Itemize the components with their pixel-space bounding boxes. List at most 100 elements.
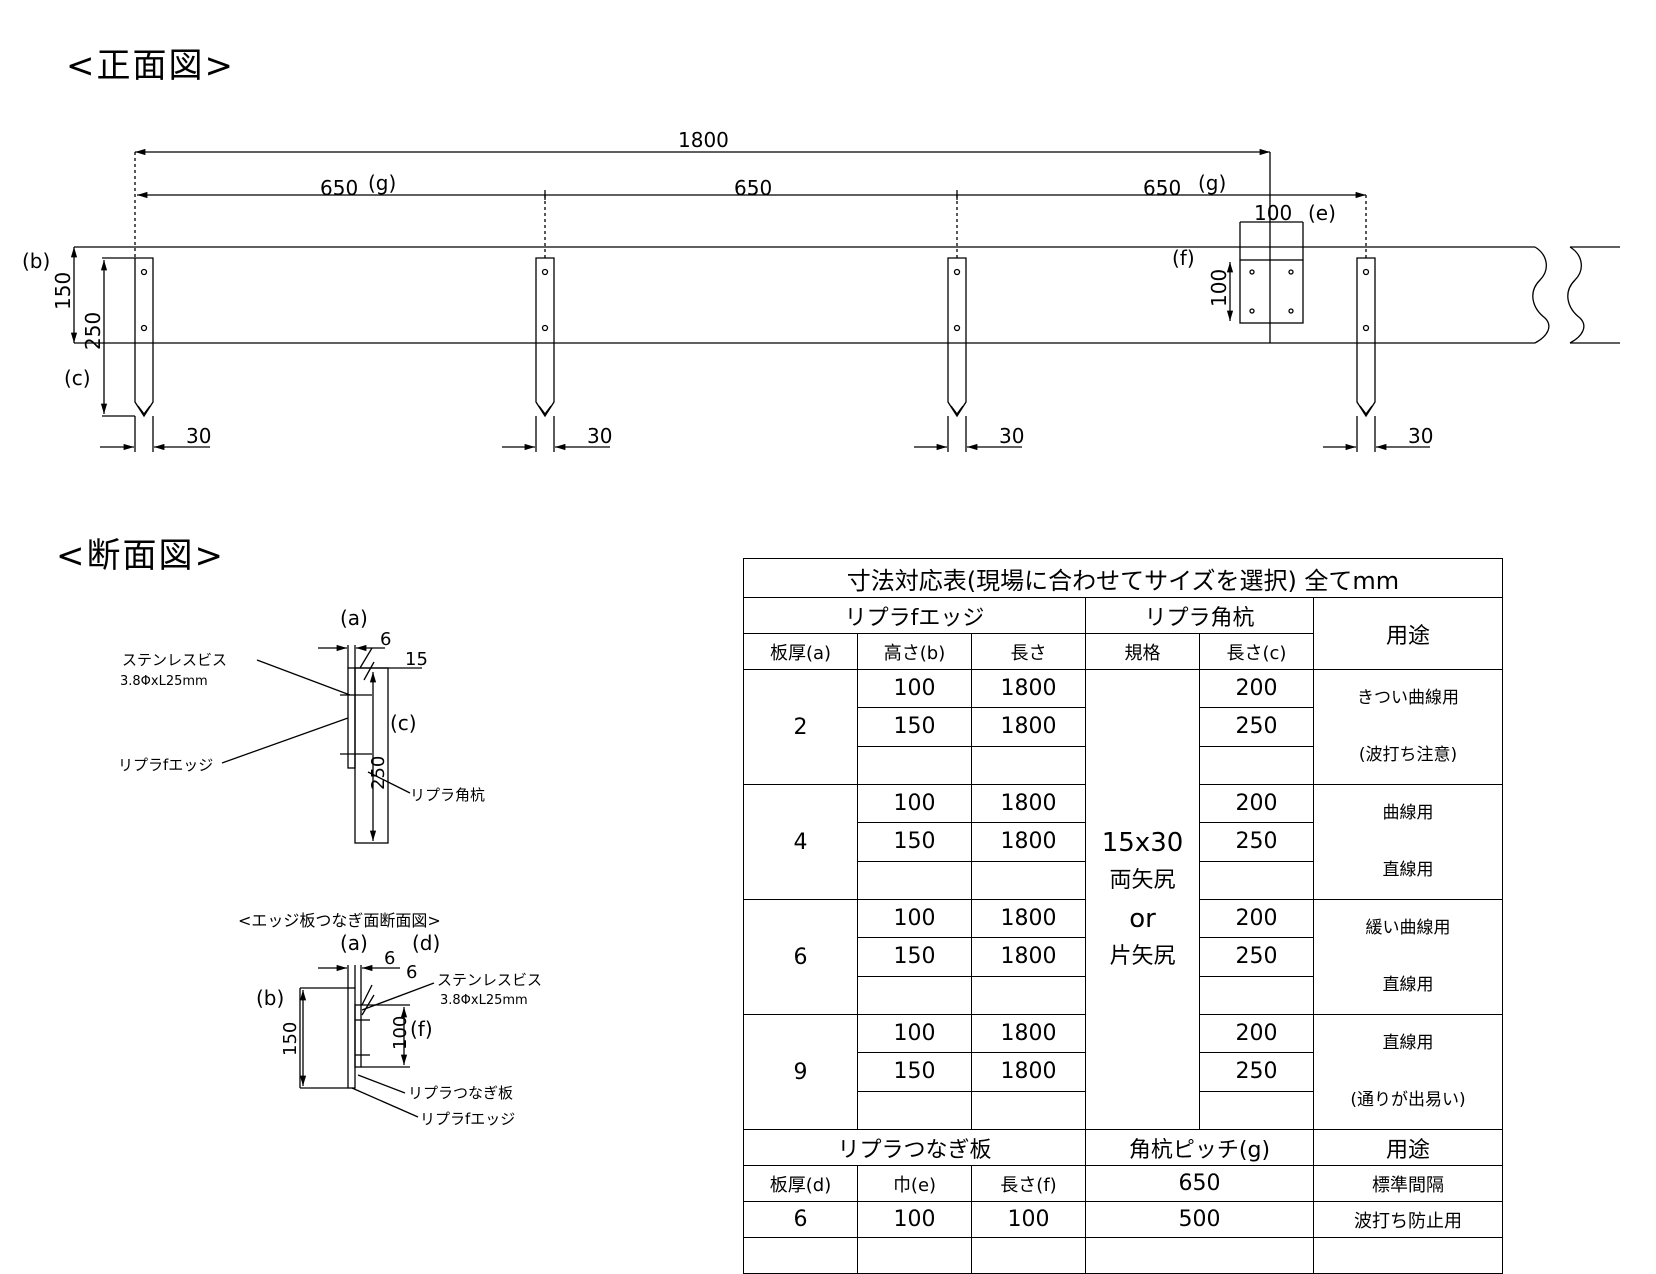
height-cell: 150: [857, 937, 972, 977]
empty-cell: [1085, 1237, 1314, 1274]
section-view-labels: (a) 6 15 ステンレスビス 3.8ΦxL25mm (c) 250 リプラf…: [118, 606, 485, 804]
length-cell: 1800: [971, 1013, 1086, 1054]
header-joint-length: 長さ(f): [971, 1165, 1086, 1202]
header-height: 高さ(b): [857, 633, 972, 670]
empty-cell: [971, 1090, 1086, 1131]
empty-cell: [971, 1237, 1086, 1274]
joint-edge-label: リプラfエッジ: [420, 1110, 515, 1128]
section-screw-label: ステンレスビス: [122, 651, 227, 669]
use-line-1: 直線用: [1382, 1033, 1434, 1053]
thickness-cell: 6: [743, 899, 858, 1015]
section-view-title: <断面図>: [56, 536, 225, 576]
joint-leader-edge: [351, 1087, 419, 1118]
use-line-2: 直線用: [1382, 860, 1434, 880]
joint-plate: [1239, 152, 1304, 343]
empty-cell: [971, 745, 1086, 786]
empty-cell: [857, 745, 972, 786]
table-title: 寸法対応表(現場に合わせてサイズを選択) 全てmm: [743, 558, 1503, 598]
header-joint-thickness: 板厚(d): [743, 1165, 858, 1202]
height-cell: 150: [857, 1052, 972, 1092]
table-row: 150 1800 250: [744, 707, 1503, 747]
empty-cell: [1199, 1090, 1314, 1131]
stake-length-cell: 200: [1199, 1013, 1314, 1054]
dim-label-e: (e): [1308, 201, 1336, 225]
table-row: 4 100 1800 200 曲線用 直線用: [743, 783, 1503, 900]
joint-label-f: (f): [410, 1017, 433, 1041]
spec-line-4: 片矢尻: [1109, 943, 1176, 969]
length-cell: 1800: [971, 707, 1086, 747]
height-cell: 150: [857, 822, 972, 862]
dim-label-30-2: 30: [587, 424, 612, 448]
stake-2: [535, 257, 555, 452]
empty-cell: [857, 1090, 972, 1131]
table-row: 9 100 1800 200 直線用 (通りが出易い): [743, 1013, 1503, 1130]
use-cell: 緩い曲線用 直線用: [1313, 899, 1503, 1015]
joint-length-cell: 100: [971, 1201, 1086, 1238]
dim-label-b: (b): [22, 249, 50, 273]
table-row: 2 100 1800 15x30 両矢尻 or 片矢尻 200 きつい曲線用 (…: [743, 668, 1503, 1130]
joint-dim-6a: 6: [384, 948, 395, 969]
length-cell: 1800: [971, 1052, 1086, 1092]
front-view: [70, 148, 1620, 452]
length-cell: 1800: [971, 937, 1086, 977]
dim-label-30-4: 30: [1408, 424, 1433, 448]
dim-label-650-1: 650: [320, 176, 358, 200]
empty-cell: [857, 975, 972, 1016]
dim-label-250: 250: [81, 312, 105, 350]
section-edge-label: リプラfエッジ: [118, 756, 213, 774]
table-row: 6 100 1800 200 緩い曲線用 直線用: [743, 898, 1503, 1015]
joint-label-b: (b): [256, 986, 284, 1010]
dim-label-650-3: 650: [1143, 176, 1181, 200]
spec-line-1: 15x30: [1101, 827, 1184, 858]
joint-label-a: (a): [340, 931, 368, 955]
table-row: [744, 1090, 1503, 1131]
section-dim-6: 6: [380, 629, 391, 650]
stake-length-cell: 250: [1199, 937, 1314, 977]
joint-section-title: <エッジ板つなぎ面断面図>: [238, 911, 441, 930]
use-cell: 直線用 (通りが出易い): [1313, 1014, 1503, 1130]
joint-dim-150: 150: [280, 1022, 301, 1056]
stake-length-cell: 200: [1199, 898, 1314, 939]
table-row: 150 1800 250: [744, 1052, 1503, 1092]
pitch-2-use-cell: 波打ち防止用: [1313, 1201, 1503, 1238]
dim-label-30-1: 30: [186, 424, 211, 448]
stake-3: [947, 257, 967, 452]
dim-label-f: (f): [1172, 246, 1195, 270]
header-spec: 規格: [1085, 633, 1200, 670]
dim-label-plate-height: 100: [1207, 269, 1231, 307]
joint-screw-label: ステンレスビス: [437, 971, 542, 989]
use-line-2: 直線用: [1382, 975, 1434, 995]
joint-section-edge: [347, 987, 356, 1089]
leader-screw: [256, 659, 351, 696]
empty-cell: [857, 1237, 972, 1274]
joint-dim-6b: 6: [406, 962, 417, 983]
dim-label-1800: 1800: [678, 128, 729, 152]
table-row: [744, 975, 1503, 1016]
stake-length-cell: 200: [1199, 668, 1314, 709]
pitch-2-cell: 500: [1085, 1201, 1314, 1238]
pitch-1-cell: 650: [1085, 1165, 1314, 1202]
table-row: 150 1800 250: [744, 822, 1503, 862]
break-mark-right: [1567, 246, 1585, 344]
header-use-2: 用途: [1313, 1129, 1503, 1166]
section-label-a: (a): [340, 606, 368, 630]
joint-leader-screw: [361, 982, 435, 1011]
empty-cell: [1199, 860, 1314, 901]
height-cell: 100: [857, 668, 972, 709]
table-row: [744, 745, 1503, 786]
spec-table: 寸法対応表(現場に合わせてサイズを選択) 全てmm リプラfエッジ リプラ角杭 …: [743, 558, 1503, 1274]
joint-width-cell: 100: [857, 1201, 972, 1238]
empty-cell: [857, 860, 972, 901]
use-line-1: きつい曲線用: [1357, 688, 1459, 708]
front-view-labels: 1800 650 (g) 650 650 (g) 100 (e) (f) 100…: [22, 128, 1433, 448]
header-joint-width: 巾(e): [857, 1165, 972, 1202]
joint-plate-label: リプラつなぎ板: [408, 1084, 513, 1102]
empty-cell: [971, 975, 1086, 1016]
stake-length-cell: 250: [1199, 707, 1314, 747]
header-joint-plate: リプラつなぎ板: [743, 1129, 1086, 1166]
section-view: [221, 644, 422, 844]
stake-spec-cell: 15x30 両矢尻 or 片矢尻: [1085, 669, 1200, 1130]
table-row: [744, 860, 1503, 901]
joint-thickness-cell: 6: [743, 1201, 858, 1238]
section-label-c: (c): [390, 711, 417, 735]
